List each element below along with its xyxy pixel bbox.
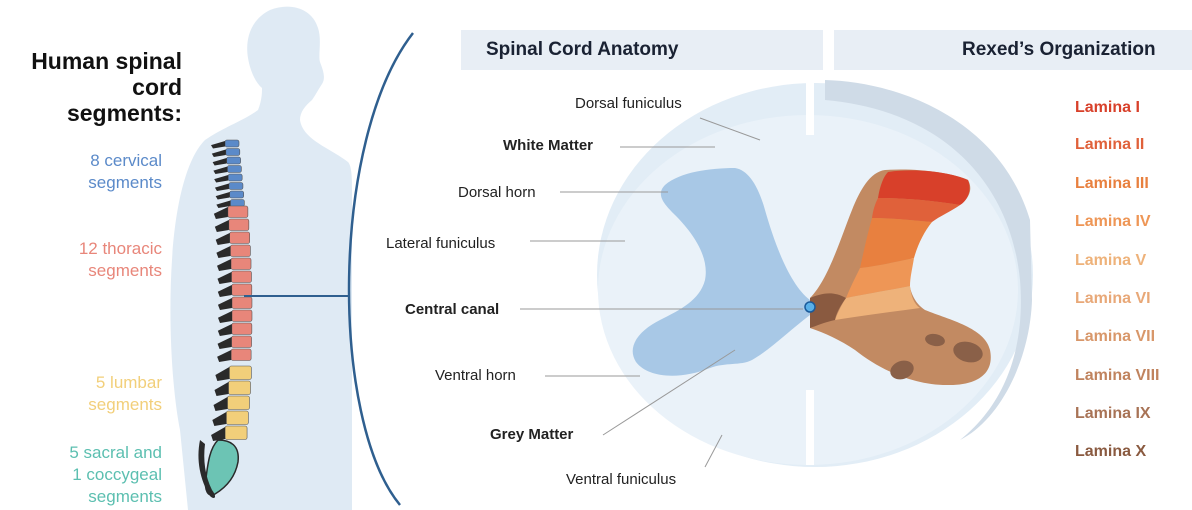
label-central-canal: Central canal <box>405 301 499 318</box>
lamina-10: Lamina X <box>1075 443 1146 461</box>
vertebra <box>227 166 241 173</box>
segments-title-line1: Human spinal <box>12 48 182 74</box>
lamina-9: Lamina IX <box>1075 405 1151 423</box>
vertebra <box>229 366 251 380</box>
lamina-6: Lamina VI <box>1075 290 1151 308</box>
lamina-1: Lamina I <box>1075 99 1140 117</box>
ventral-fissure <box>806 390 814 465</box>
header-rexed: Rexed’s Organization <box>962 30 1156 70</box>
vertebra <box>228 174 242 181</box>
divider-arc <box>349 33 413 505</box>
vertebra <box>227 157 241 164</box>
vertebra <box>232 297 252 309</box>
label-white-matter: White Matter <box>503 137 593 154</box>
central-canal <box>805 302 815 312</box>
lamina-3: Lamina III <box>1075 175 1149 193</box>
label-ventral-funiculus: Ventral funiculus <box>566 471 676 488</box>
vertebra <box>232 336 252 348</box>
segment-cervical: 8 cervical segments <box>12 150 162 194</box>
vertebra <box>225 426 247 440</box>
header-anatomy: Spinal Cord Anatomy <box>486 30 678 70</box>
vertebra <box>229 219 249 231</box>
segment-cervical-line2: segments <box>12 172 162 194</box>
segment-lumbar: 5 lumbar segments <box>12 372 162 416</box>
lamina-5: Lamina V <box>1075 252 1146 270</box>
vertebra <box>230 245 250 257</box>
vertebra <box>232 310 252 322</box>
vertebra <box>228 381 250 395</box>
lamina-2: Lamina II <box>1075 136 1144 154</box>
segment-thoracic-line1: 12 thoracic <box>12 238 162 260</box>
vertebra <box>226 149 240 156</box>
human-silhouette <box>170 7 352 510</box>
label-ventral-horn: Ventral horn <box>435 367 516 384</box>
vertebra <box>226 411 248 425</box>
vertebra <box>231 258 251 270</box>
vertebra <box>228 206 248 218</box>
segment-thoracic-line2: segments <box>12 260 162 282</box>
label-grey-matter: Grey Matter <box>490 426 573 443</box>
segment-cervical-line1: 8 cervical <box>12 150 162 172</box>
vertebra <box>231 271 251 283</box>
vertebra <box>230 191 244 198</box>
dorsal-fissure <box>806 75 814 135</box>
vertebra <box>229 183 243 190</box>
vertebra <box>230 232 250 244</box>
vertebra <box>231 349 251 361</box>
vertebra <box>230 200 244 207</box>
segment-sacral-line1: 5 sacral and <box>12 442 162 464</box>
segment-lumbar-line2: segments <box>12 394 162 416</box>
vertebra <box>225 140 239 147</box>
vertebra <box>232 323 252 335</box>
lamina-7: Lamina VII <box>1075 328 1155 346</box>
label-lateral-funiculus: Lateral funiculus <box>386 235 495 252</box>
segments-title: Human spinal cord segments: <box>12 48 182 126</box>
vertebra <box>227 396 249 410</box>
segment-sacral-line3: segments <box>12 486 162 508</box>
vertebra <box>232 284 252 296</box>
segment-thoracic: 12 thoracic segments <box>12 238 162 282</box>
lamina-8: Lamina VIII <box>1075 367 1159 385</box>
label-dorsal-horn: Dorsal horn <box>458 184 536 201</box>
segment-lumbar-line1: 5 lumbar <box>12 372 162 394</box>
segments-title-line2: cord segments: <box>12 74 182 126</box>
segment-sacral-line2: 1 coccygeal <box>12 464 162 486</box>
segment-sacral: 5 sacral and 1 coccygeal segments <box>12 442 162 508</box>
lamina-4: Lamina IV <box>1075 213 1151 231</box>
label-dorsal-funiculus: Dorsal funiculus <box>575 95 682 112</box>
